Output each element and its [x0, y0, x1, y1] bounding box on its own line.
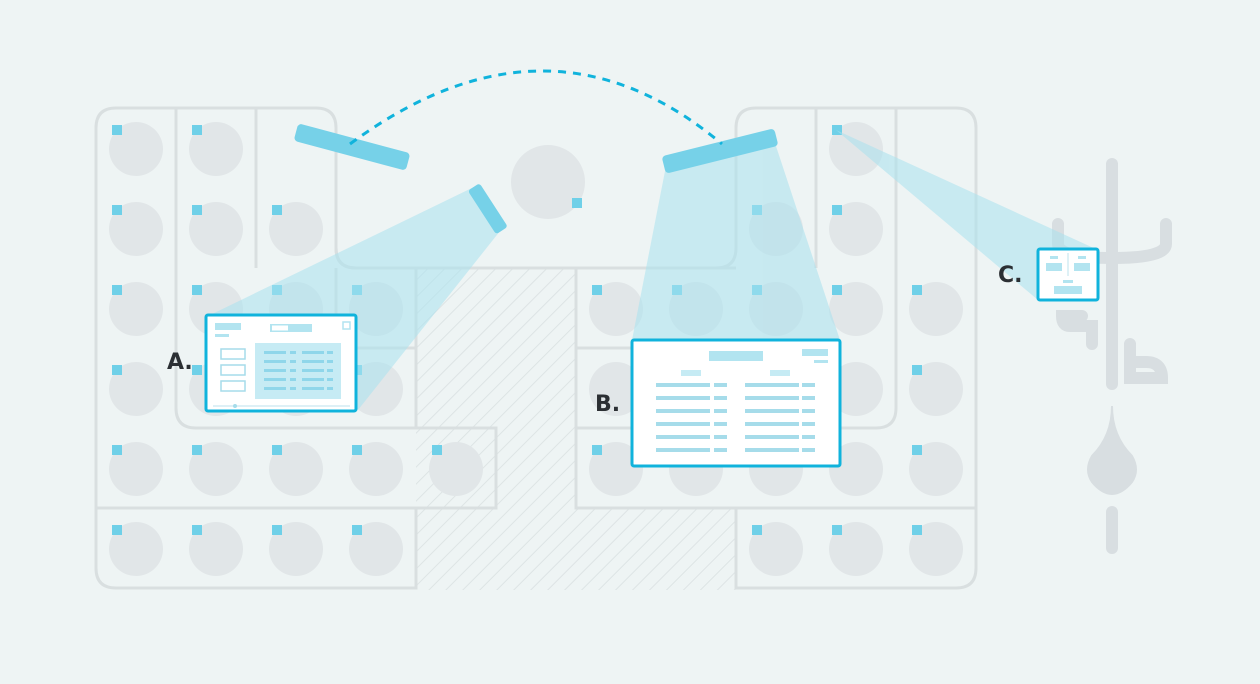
screen-b	[630, 338, 842, 468]
label-a: A.	[167, 350, 193, 375]
screen-c	[1036, 247, 1100, 302]
projector-icon	[294, 124, 778, 234]
plant-icon	[1052, 158, 1172, 554]
hatched-walkway	[416, 268, 736, 590]
connection-arc	[349, 69, 723, 146]
label-b: B.	[595, 392, 620, 417]
label-c: C.	[998, 263, 1023, 288]
screen-a	[204, 313, 358, 413]
